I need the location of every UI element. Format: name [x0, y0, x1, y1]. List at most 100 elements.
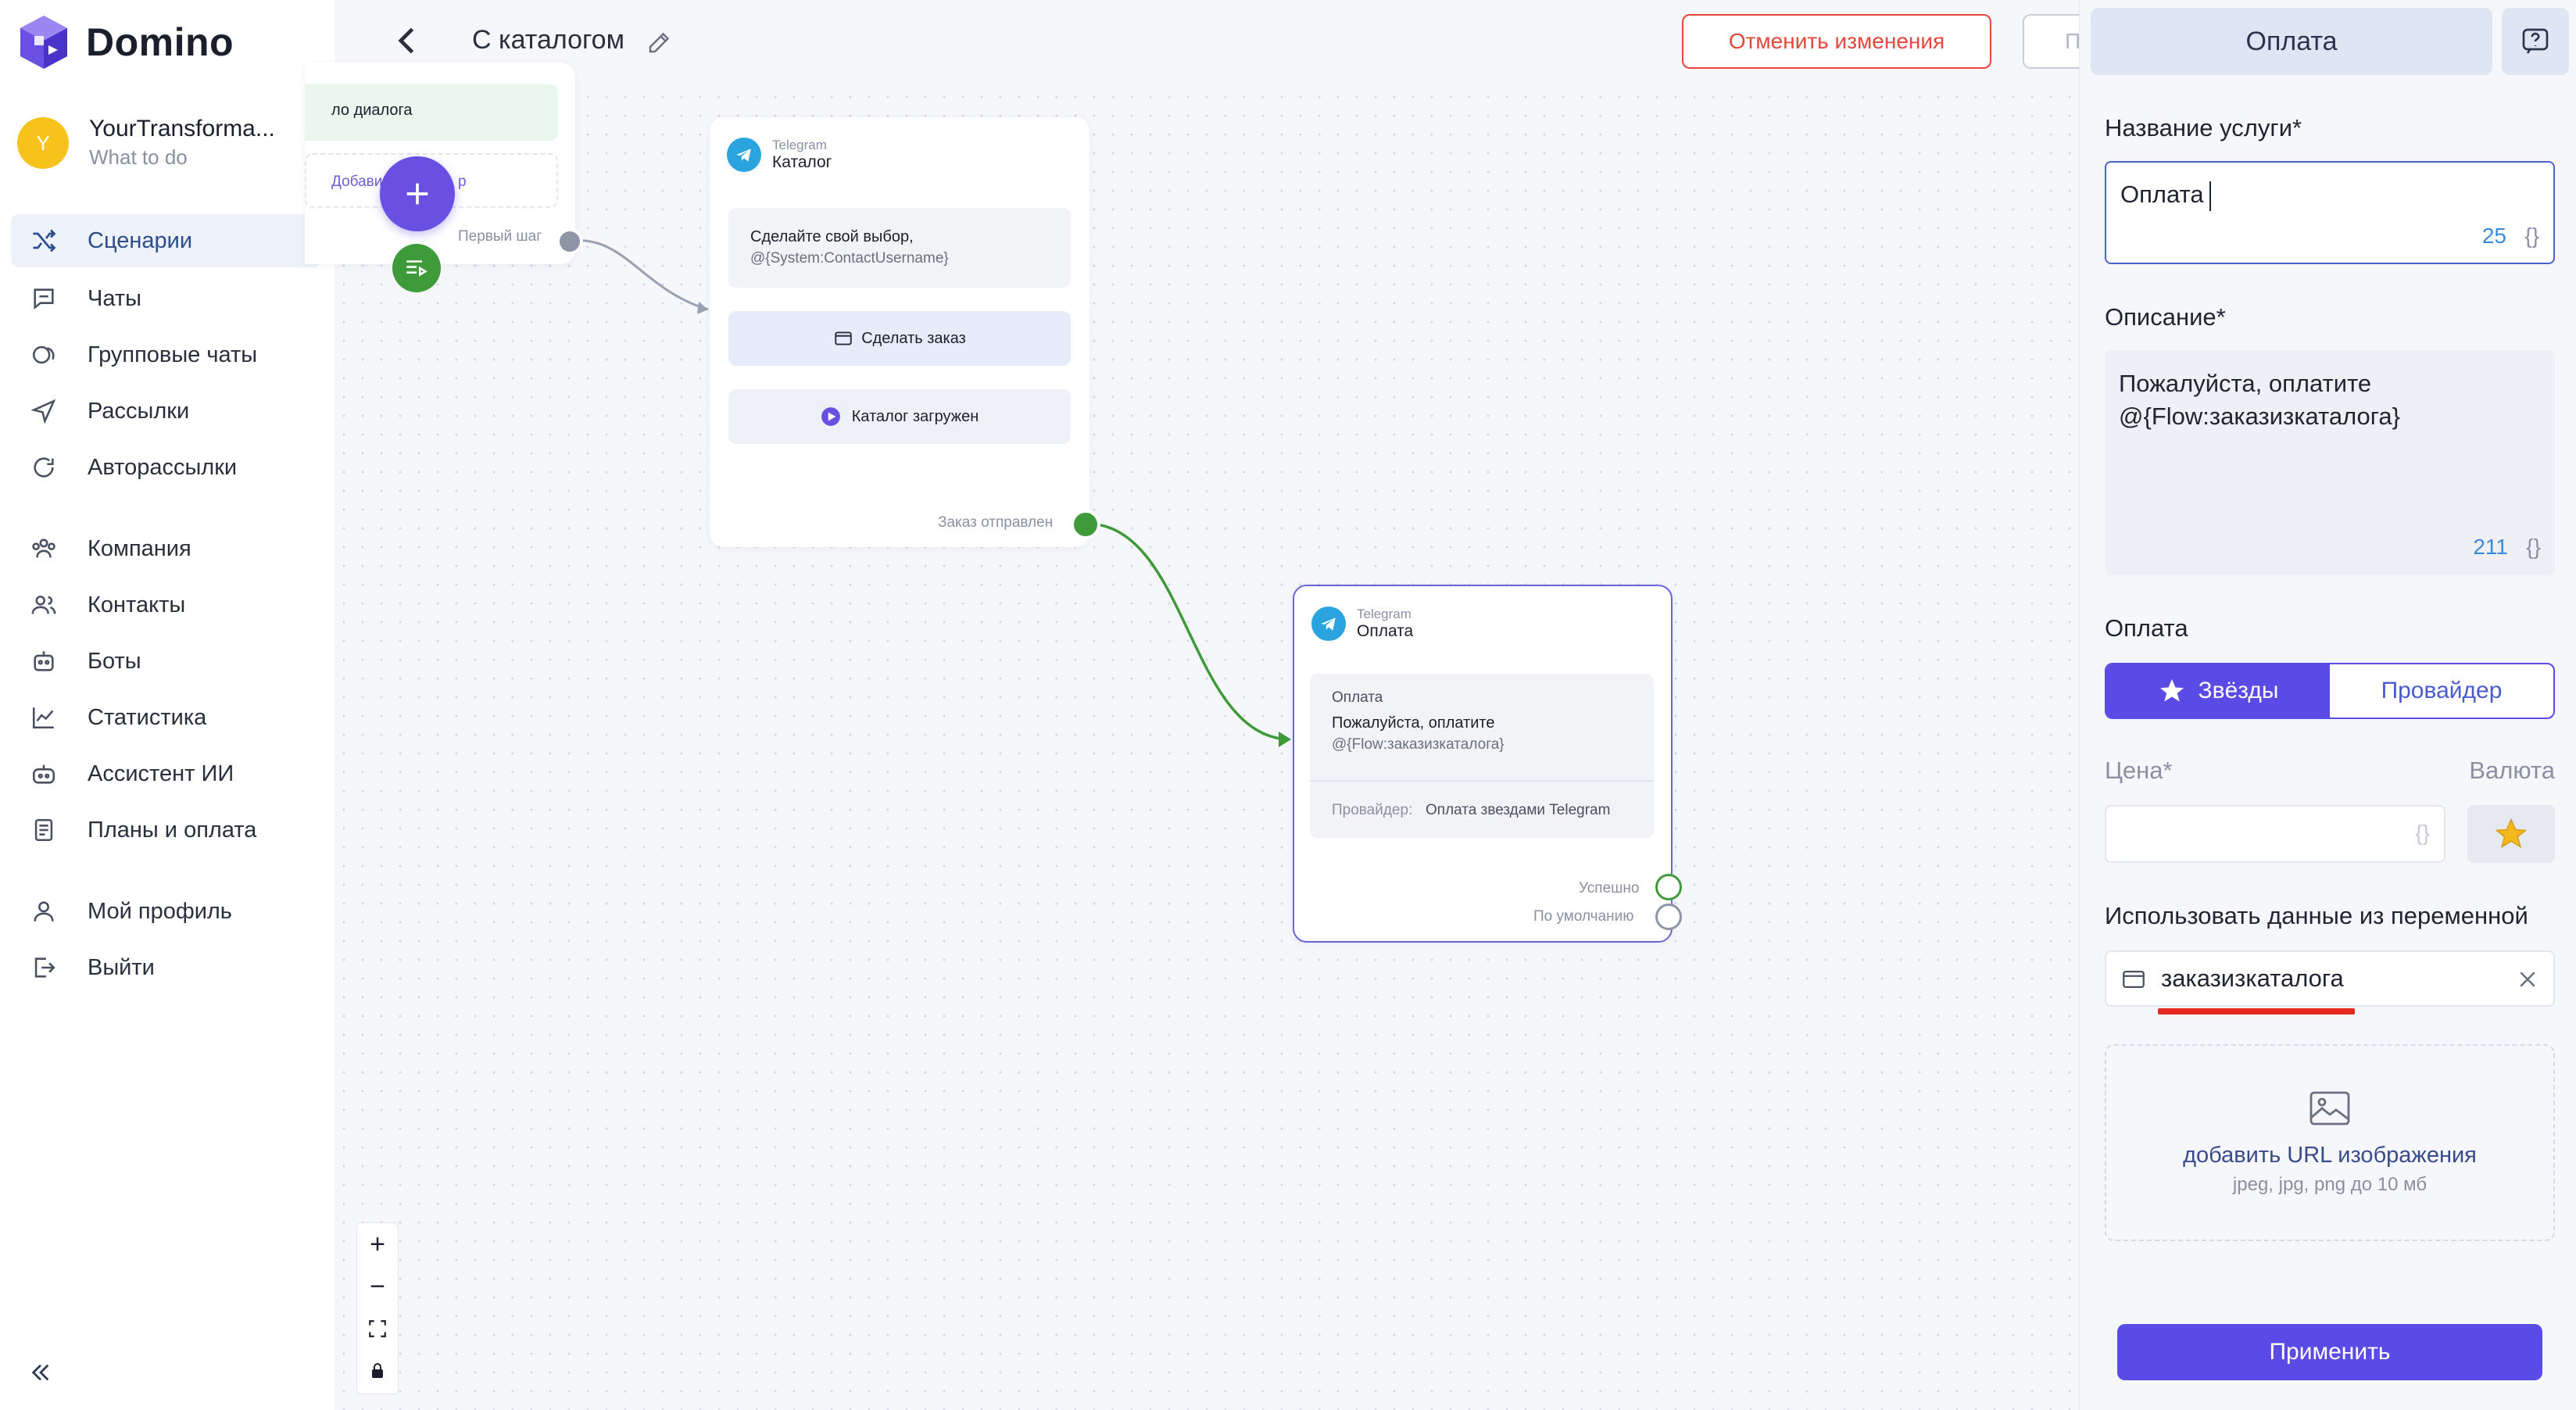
port-label-default: По умолчанию — [1533, 908, 1634, 925]
window-icon — [2123, 970, 2145, 989]
image-upload-area[interactable]: добавить URL изображения jpeg, jpg, png … — [2105, 1044, 2555, 1241]
price-label: Цена* — [2105, 757, 2173, 784]
connector-order-sent — [1086, 522, 1289, 741]
cancel-changes-button[interactable]: Отменить изменения — [1682, 14, 1991, 69]
variable-braces-icon[interactable]: {} — [2524, 224, 2539, 248]
price-input[interactable]: {} — [2105, 805, 2445, 863]
sidebar-item-billing[interactable]: Планы и оплата — [11, 803, 320, 857]
sidebar-item-group-chats[interactable]: Групповые чаты — [11, 328, 320, 381]
domino-logo-icon — [20, 16, 67, 69]
stats-icon — [28, 702, 59, 733]
send-icon — [28, 395, 59, 427]
provider-value: Оплата звездами Telegram — [1426, 802, 1611, 818]
provider-option[interactable]: Провайдер — [2381, 678, 2503, 703]
sidebar: Domino Y YourTransforma... What to do Сц… — [0, 0, 335, 1410]
group-chat-icon — [28, 339, 59, 370]
payment-msg-line: Пожалуйста, оплатите — [1332, 714, 1495, 732]
provider-label: Провайдер: — [1332, 802, 1413, 818]
panel-title: Оплата — [2091, 8, 2492, 75]
chat-icon — [28, 283, 59, 314]
logo-text: Domino — [86, 20, 234, 64]
add-trigger-text-tail: р — [458, 174, 467, 190]
sidebar-item-scenarios[interactable]: Сценарии — [11, 214, 320, 267]
sidebar-item-bots[interactable]: Боты — [11, 635, 320, 688]
payment-message[interactable]: Оплата Пожалуйста, оплатите @{Flow:заказ… — [1310, 674, 1654, 838]
edit-title-icon[interactable] — [646, 28, 674, 56]
sidebar-item-label: Рассылки — [88, 398, 190, 424]
text-cursor — [2209, 181, 2211, 211]
sidebar-item-label: Боты — [88, 648, 141, 674]
logout-icon — [28, 952, 59, 983]
apply-button[interactable]: Применить — [2117, 1324, 2542, 1380]
sidebar-item-mailings[interactable]: Рассылки — [11, 385, 320, 438]
company-icon — [28, 533, 59, 564]
logo[interactable]: Domino — [17, 14, 234, 70]
start-flow-button[interactable] — [392, 244, 441, 292]
service-name-input[interactable]: Оплата 25 {} — [2105, 161, 2555, 264]
node-platform: Telegram — [1357, 607, 1411, 621]
sidebar-item-chats[interactable]: Чаты — [11, 272, 320, 325]
help-button[interactable] — [2502, 8, 2569, 75]
make-order-button[interactable]: Сделать заказ — [728, 311, 1071, 366]
back-arrow-icon[interactable] — [391, 23, 425, 58]
port-order-sent[interactable] — [1071, 510, 1100, 539]
sidebar-item-contacts[interactable]: Контакты — [11, 578, 320, 632]
fit-view-icon — [369, 1320, 386, 1337]
sidebar-item-auto-mailings[interactable]: Авторассылки — [11, 441, 320, 494]
payment-node[interactable]: Telegram Оплата Оплата Пожалуйста, оплат… — [1293, 585, 1673, 943]
catalog-node-header: Telegram Каталог — [727, 138, 832, 172]
char-count: 25 — [2481, 224, 2506, 248]
clear-icon[interactable] — [2516, 968, 2539, 991]
connectors-layer — [568, 238, 1291, 747]
shuffle-icon — [28, 225, 59, 256]
zoom-controls: + − — [356, 1222, 399, 1394]
account-switcher[interactable]: Y YourTransforma... What to do — [17, 116, 320, 172]
description-input[interactable]: Пожалуйста, оплатите @{Flow:заказизкатал… — [2105, 350, 2555, 575]
flow-canvas[interactable] — [335, 88, 2079, 1410]
payment-msg-title: Оплата — [1332, 689, 1383, 706]
sidebar-item-ai-assistant[interactable]: Ассистент ИИ — [11, 747, 320, 800]
variable-select[interactable]: заказизкаталога — [2105, 950, 2555, 1007]
sidebar-item-profile[interactable]: Мой профиль — [11, 885, 320, 938]
connector-arrow — [1279, 732, 1291, 747]
button-label: Каталог загружен — [851, 407, 979, 425]
fit-view-button[interactable] — [357, 1308, 398, 1350]
sidebar-item-company[interactable]: Компания — [11, 522, 320, 575]
sidebar-item-label: Ассистент ИИ — [88, 760, 234, 786]
port-label-order-sent: Заказ отправлен — [938, 514, 1054, 531]
port-first-step[interactable] — [556, 228, 583, 255]
variable-braces-icon[interactable]: {} — [2415, 821, 2430, 845]
message-line: Сделайте свой выбор, — [750, 228, 914, 245]
add-node-button[interactable] — [380, 156, 455, 231]
sidebar-item-logout[interactable]: Выйти — [11, 941, 320, 994]
catalog-message[interactable]: Сделайте свой выбор, @{System:ContactUse… — [728, 208, 1071, 288]
payment-type-toggle: Звёзды Провайдер — [2105, 663, 2555, 719]
currency-label: Валюта — [2469, 757, 2555, 784]
catalog-loaded-button[interactable]: Каталог загружен — [728, 389, 1071, 444]
sidebar-item-stats[interactable]: Статистика — [11, 691, 320, 744]
flow-list-icon — [406, 260, 428, 277]
auto-send-icon — [28, 452, 59, 483]
zoom-out-button[interactable]: − — [370, 1271, 385, 1301]
upload-hint: jpeg, jpg, png до 10 мб — [2232, 1174, 2428, 1195]
variable-value: заказизкаталога — [2161, 964, 2344, 992]
sidebar-item-label: Чаты — [88, 285, 141, 311]
port-default[interactable] — [1655, 904, 1682, 930]
currency-select[interactable] — [2467, 805, 2555, 863]
bot-icon — [28, 646, 59, 677]
stars-option[interactable]: Звёзды — [2106, 664, 2330, 718]
collapse-sidebar-icon[interactable] — [28, 1360, 53, 1385]
zoom-in-button[interactable]: + — [370, 1229, 385, 1259]
variable-braces-icon[interactable]: {} — [2526, 535, 2541, 559]
service-name-label: Название услуги* — [2105, 114, 2302, 141]
star-icon — [2495, 818, 2528, 849]
upload-title: добавить URL изображения — [2183, 1143, 2477, 1168]
port-success[interactable] — [1655, 874, 1682, 900]
save-button[interactable]: П — [2023, 14, 2085, 69]
lock-button[interactable] — [357, 1350, 398, 1392]
sidebar-item-label: Компания — [88, 535, 191, 561]
node-platform: Telegram — [772, 138, 827, 152]
catalog-node[interactable]: Telegram Каталог Сделайте свой выбор, @{… — [710, 117, 1089, 547]
add-trigger-text: Добави — [331, 174, 383, 190]
window-icon — [835, 331, 852, 345]
